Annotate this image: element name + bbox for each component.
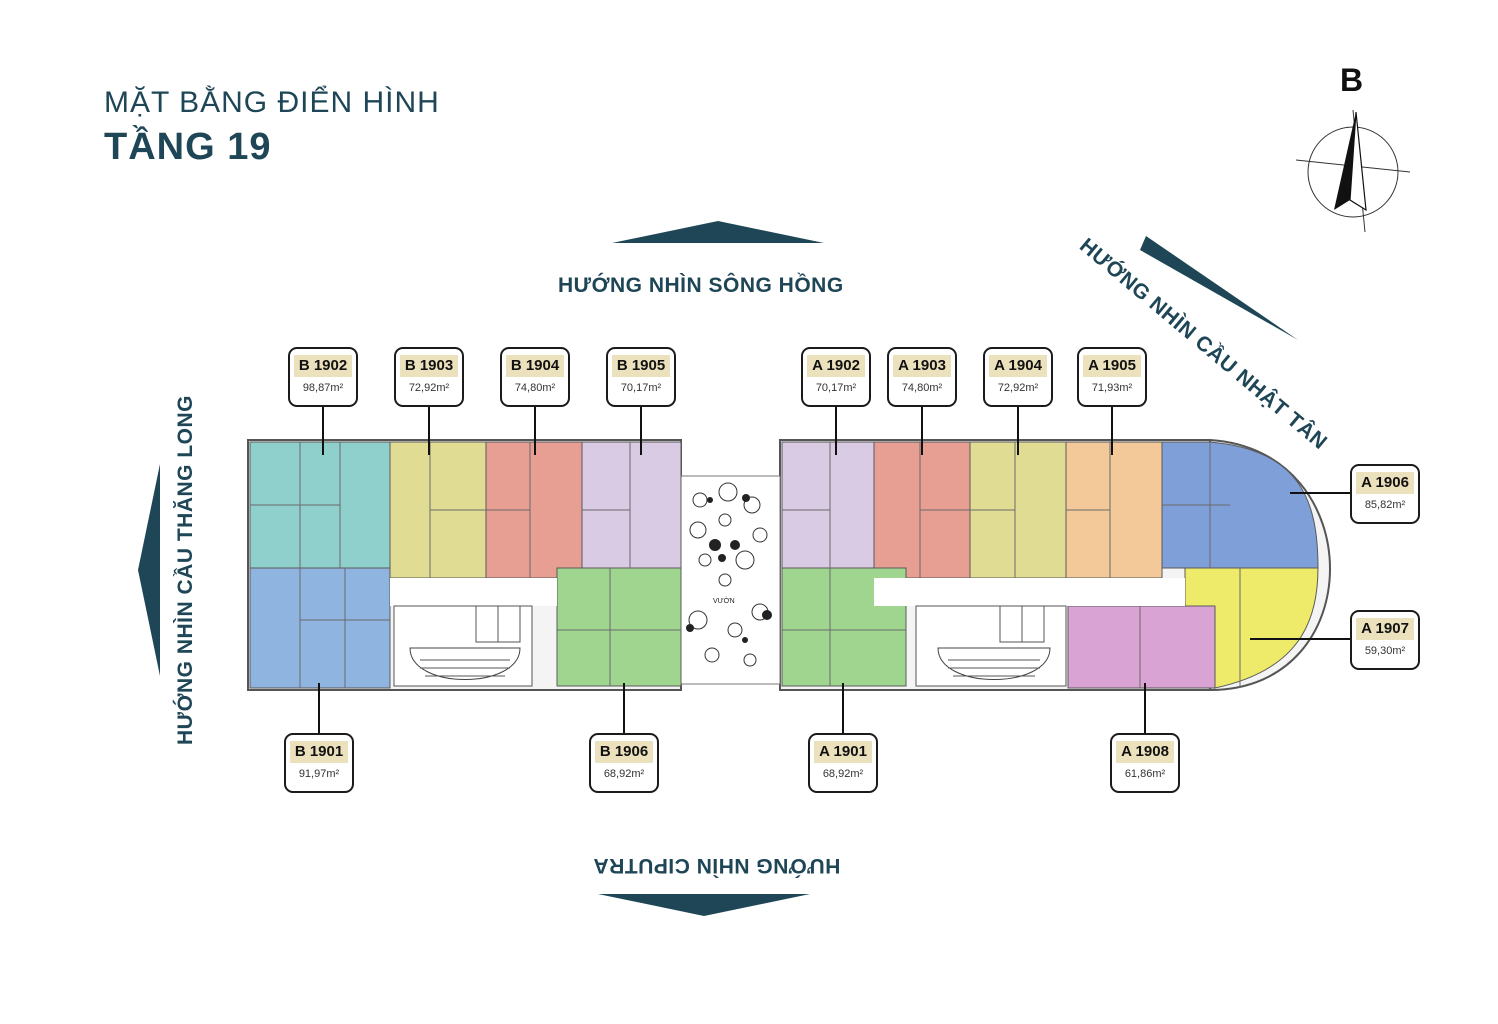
- unit-name: A 1901: [814, 741, 872, 763]
- unit-name: A 1902: [807, 355, 865, 377]
- unit-name: A 1906: [1356, 472, 1414, 494]
- leader-line: [1111, 407, 1113, 455]
- unit-tag[interactable]: B 1906 68,92m²: [589, 733, 659, 793]
- unit-name: B 1902: [294, 355, 352, 377]
- unit-area: 91,97m²: [298, 768, 340, 780]
- leader-line: [534, 407, 536, 455]
- unit-tag[interactable]: B 1901 91,97m²: [284, 733, 354, 793]
- unit-block: [1161, 441, 1319, 569]
- unit-area: 68,92m²: [822, 768, 864, 780]
- unit-tag[interactable]: B 1904 74,80m²: [500, 347, 570, 407]
- unit-tag[interactable]: B 1902 98,87m²: [288, 347, 358, 407]
- unit-name: B 1905: [612, 355, 670, 377]
- unit-block: [581, 441, 682, 569]
- subtitle: MẶT BẰNG ĐIỂN HÌNH: [104, 86, 440, 119]
- unit-name: A 1904: [989, 355, 1047, 377]
- unit-area: 74,80m²: [514, 382, 556, 394]
- direction-north-label: HƯỚNG NHÌN SÔNG HỒNG: [558, 274, 844, 297]
- unit-name: B 1903: [400, 355, 458, 377]
- unit-area: 68,92m²: [603, 768, 645, 780]
- leader-line: [428, 407, 430, 455]
- compass-letter: B: [1340, 62, 1364, 98]
- page-title: TẦNG 19: [104, 126, 272, 168]
- unit-tag[interactable]: A 1905 71,93m²: [1077, 347, 1147, 407]
- unit-tag[interactable]: A 1903 74,80m²: [887, 347, 957, 407]
- garden-label: VƯỜN: [713, 598, 735, 605]
- unit-name: A 1907: [1356, 618, 1414, 640]
- leader-line: [623, 683, 625, 733]
- unit-area: 98,87m²: [302, 382, 344, 394]
- leader-line: [1250, 638, 1350, 640]
- compass-icon: [1295, 109, 1411, 233]
- leader-line: [921, 407, 923, 455]
- unit-tag[interactable]: A 1906 85,82m²: [1350, 464, 1420, 524]
- leader-line: [1144, 683, 1146, 733]
- leader-line: [1290, 492, 1350, 494]
- unit-tag[interactable]: A 1904 72,92m²: [983, 347, 1053, 407]
- unit-area: 72,92m²: [997, 382, 1039, 394]
- unit-area: 71,93m²: [1091, 382, 1133, 394]
- unit-area: 70,17m²: [620, 382, 662, 394]
- unit-tag[interactable]: B 1903 72,92m²: [394, 347, 464, 407]
- west-arrow-icon: [138, 464, 160, 676]
- unit-name: B 1901: [290, 741, 348, 763]
- unit-name: B 1904: [506, 355, 564, 377]
- unit-name: A 1905: [1083, 355, 1141, 377]
- unit-block: [781, 441, 875, 569]
- unit-tag[interactable]: A 1907 59,30m²: [1350, 610, 1420, 670]
- leader-line: [1017, 407, 1019, 455]
- unit-area: 74,80m²: [901, 382, 943, 394]
- south-arrow-icon: [598, 894, 810, 916]
- unit-area: 85,82m²: [1364, 499, 1406, 511]
- unit-area: 70,17m²: [815, 382, 857, 394]
- unit-area: 72,92m²: [408, 382, 450, 394]
- unit-tag[interactable]: A 1902 70,17m²: [801, 347, 871, 407]
- unit-block: [556, 567, 682, 687]
- unit-name: A 1908: [1116, 741, 1174, 763]
- north-arrow-icon: [612, 221, 824, 243]
- unit-tag[interactable]: A 1901 68,92m²: [808, 733, 878, 793]
- northeast-arrow-icon: [1140, 236, 1298, 340]
- unit-area: 61,86m²: [1124, 768, 1166, 780]
- unit-tag[interactable]: B 1905 70,17m²: [606, 347, 676, 407]
- unit-block: [1067, 605, 1216, 689]
- leader-line: [318, 683, 320, 733]
- unit-name: B 1906: [595, 741, 653, 763]
- unit-block: [249, 567, 391, 689]
- leader-line: [835, 407, 837, 455]
- unit-area: 59,30m²: [1364, 645, 1406, 657]
- unit-name: A 1903: [893, 355, 951, 377]
- leader-line: [322, 407, 324, 455]
- leader-line: [842, 683, 844, 733]
- leader-line: [640, 407, 642, 455]
- unit-tag[interactable]: A 1908 61,86m²: [1110, 733, 1180, 793]
